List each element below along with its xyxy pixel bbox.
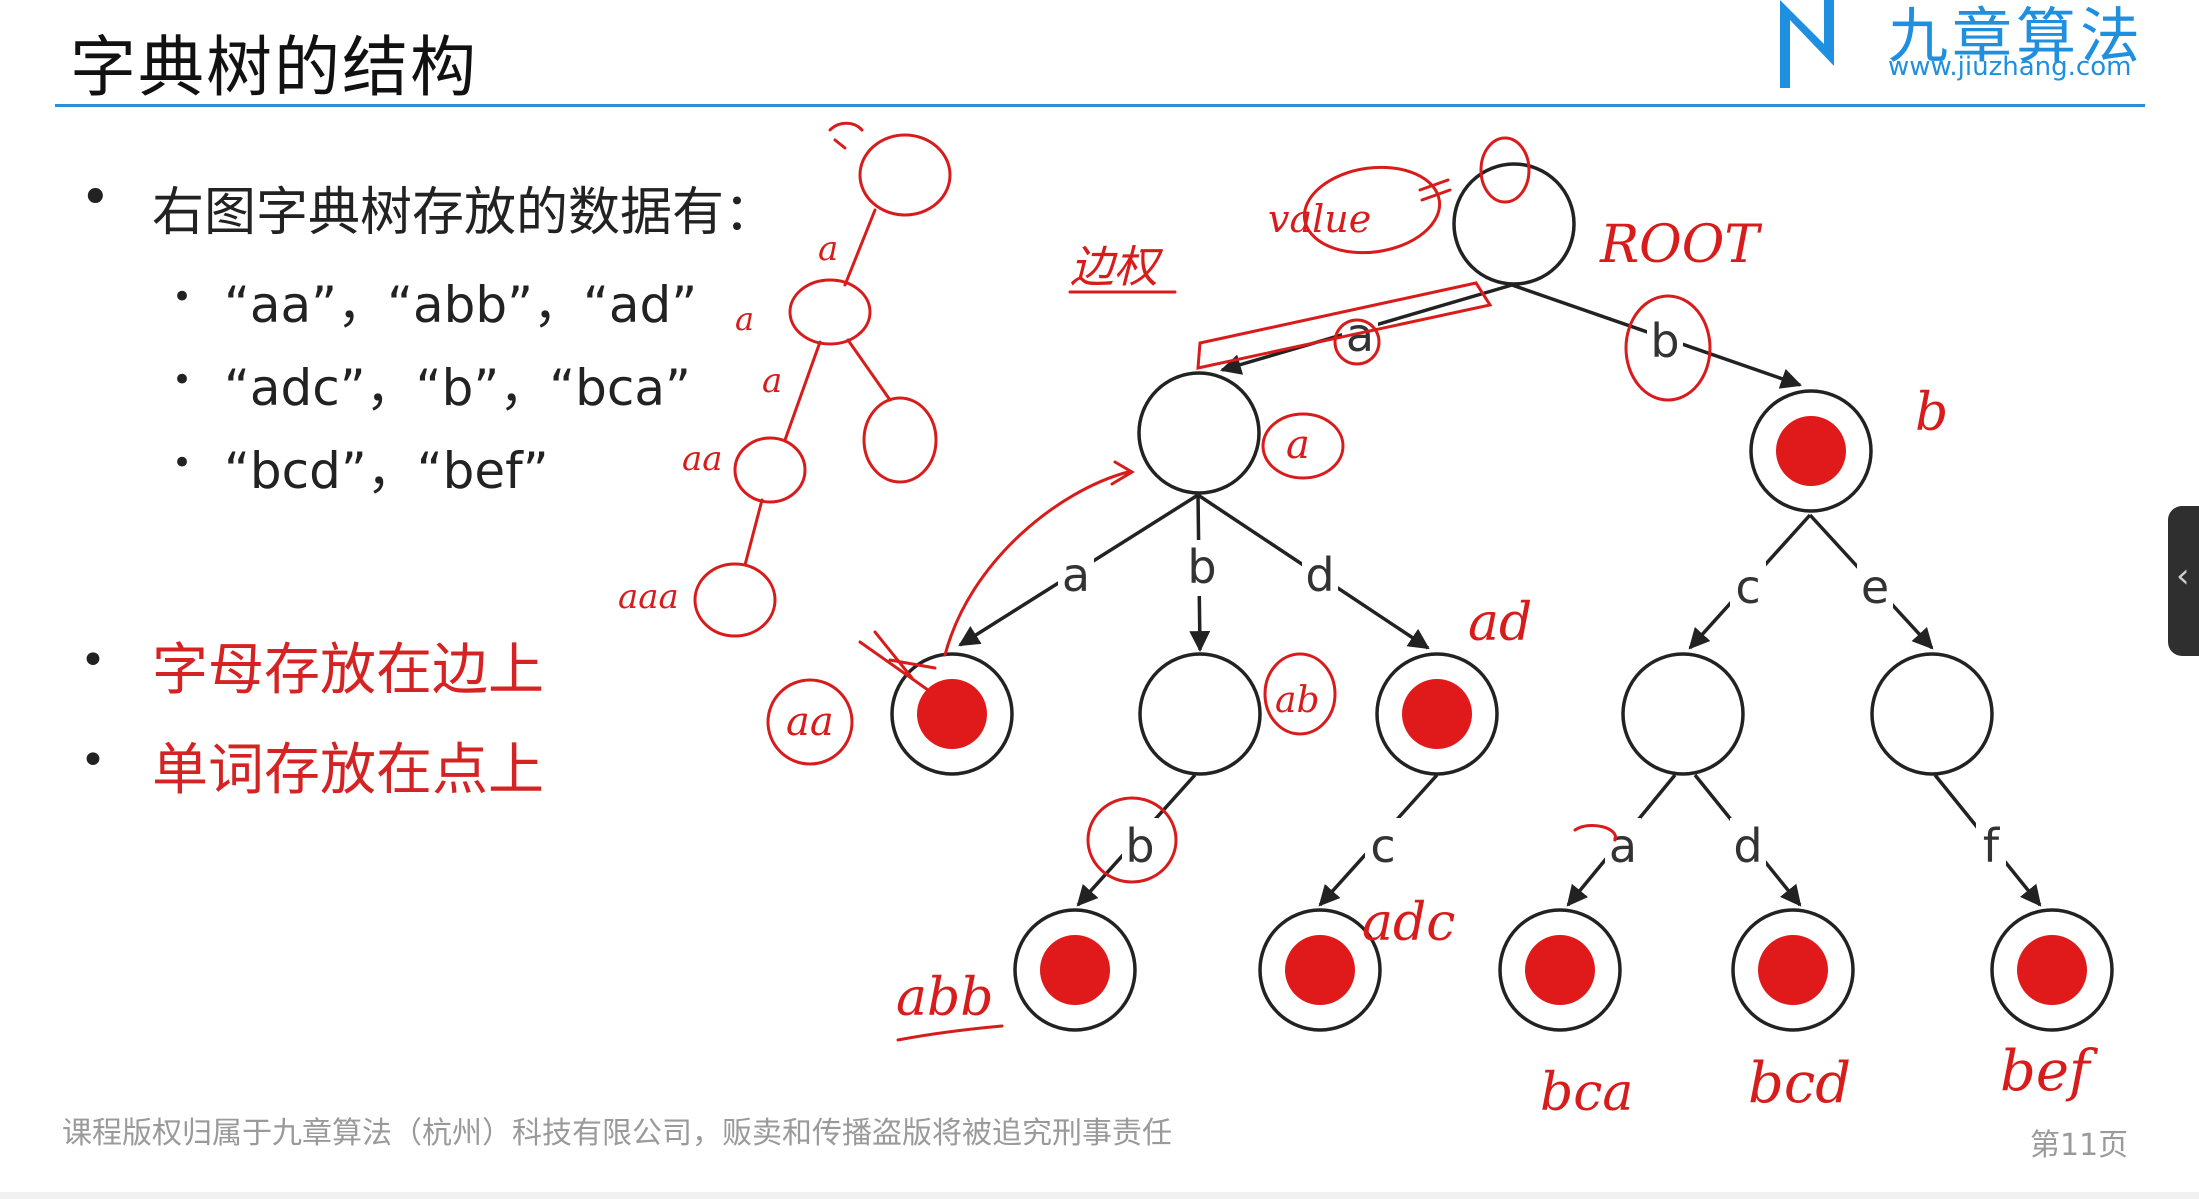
ink-annotations	[693, 121, 1712, 1042]
bullet-intro-text: 右图字典树存放的数据有：	[152, 183, 777, 243]
ink-ad: ad	[1468, 593, 1532, 653]
ink-bcd: bcd	[1748, 1051, 1851, 1116]
ink-adc: adc	[1362, 893, 1455, 953]
word-marker-adc	[1285, 935, 1355, 1005]
edge-label-root-b: b	[1650, 314, 1679, 368]
ink-value: value	[1268, 197, 1371, 241]
ink-sketch-aaa: aaa	[618, 577, 679, 617]
ink-b: b	[1915, 383, 1948, 443]
words-line-2: “adc”，“b”，“bca”	[224, 359, 691, 417]
bottom-bar	[0, 1192, 2199, 1199]
ink-abb: abb	[896, 968, 994, 1028]
page-number: 第11页	[2030, 1128, 2129, 1163]
edge-label-bc-a: a	[1609, 819, 1637, 873]
word-marker-bcd	[1758, 935, 1828, 1005]
edge-label-b-e: e	[1861, 560, 1889, 614]
edge-label-bc-d: d	[1733, 819, 1762, 873]
word-marker-bca	[1525, 935, 1595, 1005]
words-line-3: “bcd”，“bef”	[224, 442, 549, 500]
ink-aa: aa	[786, 699, 834, 745]
ink-sketch-a3: a	[762, 361, 782, 401]
word-marker-b	[1776, 416, 1846, 486]
ink-bca: bca	[1540, 1063, 1633, 1123]
edge-label-a-d: d	[1305, 548, 1334, 602]
ink-root: ROOT	[1599, 215, 1762, 275]
node-bc	[1621, 652, 1745, 776]
node-ab	[1138, 652, 1262, 776]
ink-sketch-a2: a	[735, 300, 754, 338]
edge-label-ab-b: b	[1125, 819, 1154, 873]
edge-label-a-b: b	[1187, 540, 1216, 594]
word-marker-aa	[917, 679, 987, 749]
words-line-1: “aa”，“abb”，“ad”	[224, 276, 698, 334]
edge-label-be-f: f	[1983, 819, 2001, 873]
ink-a: a	[1286, 422, 1310, 468]
node-be	[1870, 652, 1994, 776]
copyright-footer: 课程版权归属于九章算法（杭州）科技有限公司，贩卖和传播盗版将被追究刑事责任	[62, 1116, 1172, 1151]
word-marker-abb	[1040, 935, 1110, 1005]
chevron-left-icon: ‹	[2176, 556, 2190, 596]
title-divider	[55, 104, 2145, 107]
word-marker-ad	[1402, 679, 1472, 749]
slide-title: 字典树的结构	[70, 29, 478, 106]
point-nodes-text: 单词存放在点上	[152, 738, 544, 803]
edge-label-b-c: c	[1735, 560, 1760, 614]
jiuzhang-logo	[1780, 0, 1834, 88]
word-marker-bef	[2017, 935, 2087, 1005]
ink-edge-weight: 边权	[1070, 242, 1164, 293]
node-root	[1452, 162, 1576, 286]
ink-ab: ab	[1275, 680, 1320, 721]
brand-name: 九章算法	[1888, 2, 2144, 72]
node-a	[1137, 371, 1261, 495]
ink-sketch-aa: aa	[682, 439, 723, 479]
edge-label-ad-c: c	[1370, 819, 1395, 873]
ink-bef: bef	[2000, 1039, 2099, 1104]
edge-label-a-a: a	[1062, 548, 1090, 602]
point-edges-text: 字母存放在边上	[152, 638, 544, 703]
side-panel-toggle[interactable]: ‹	[2168, 506, 2199, 656]
ink-sketch-a1: a	[818, 229, 838, 269]
brand-url: www.jiuzhang.com	[1888, 52, 2132, 82]
